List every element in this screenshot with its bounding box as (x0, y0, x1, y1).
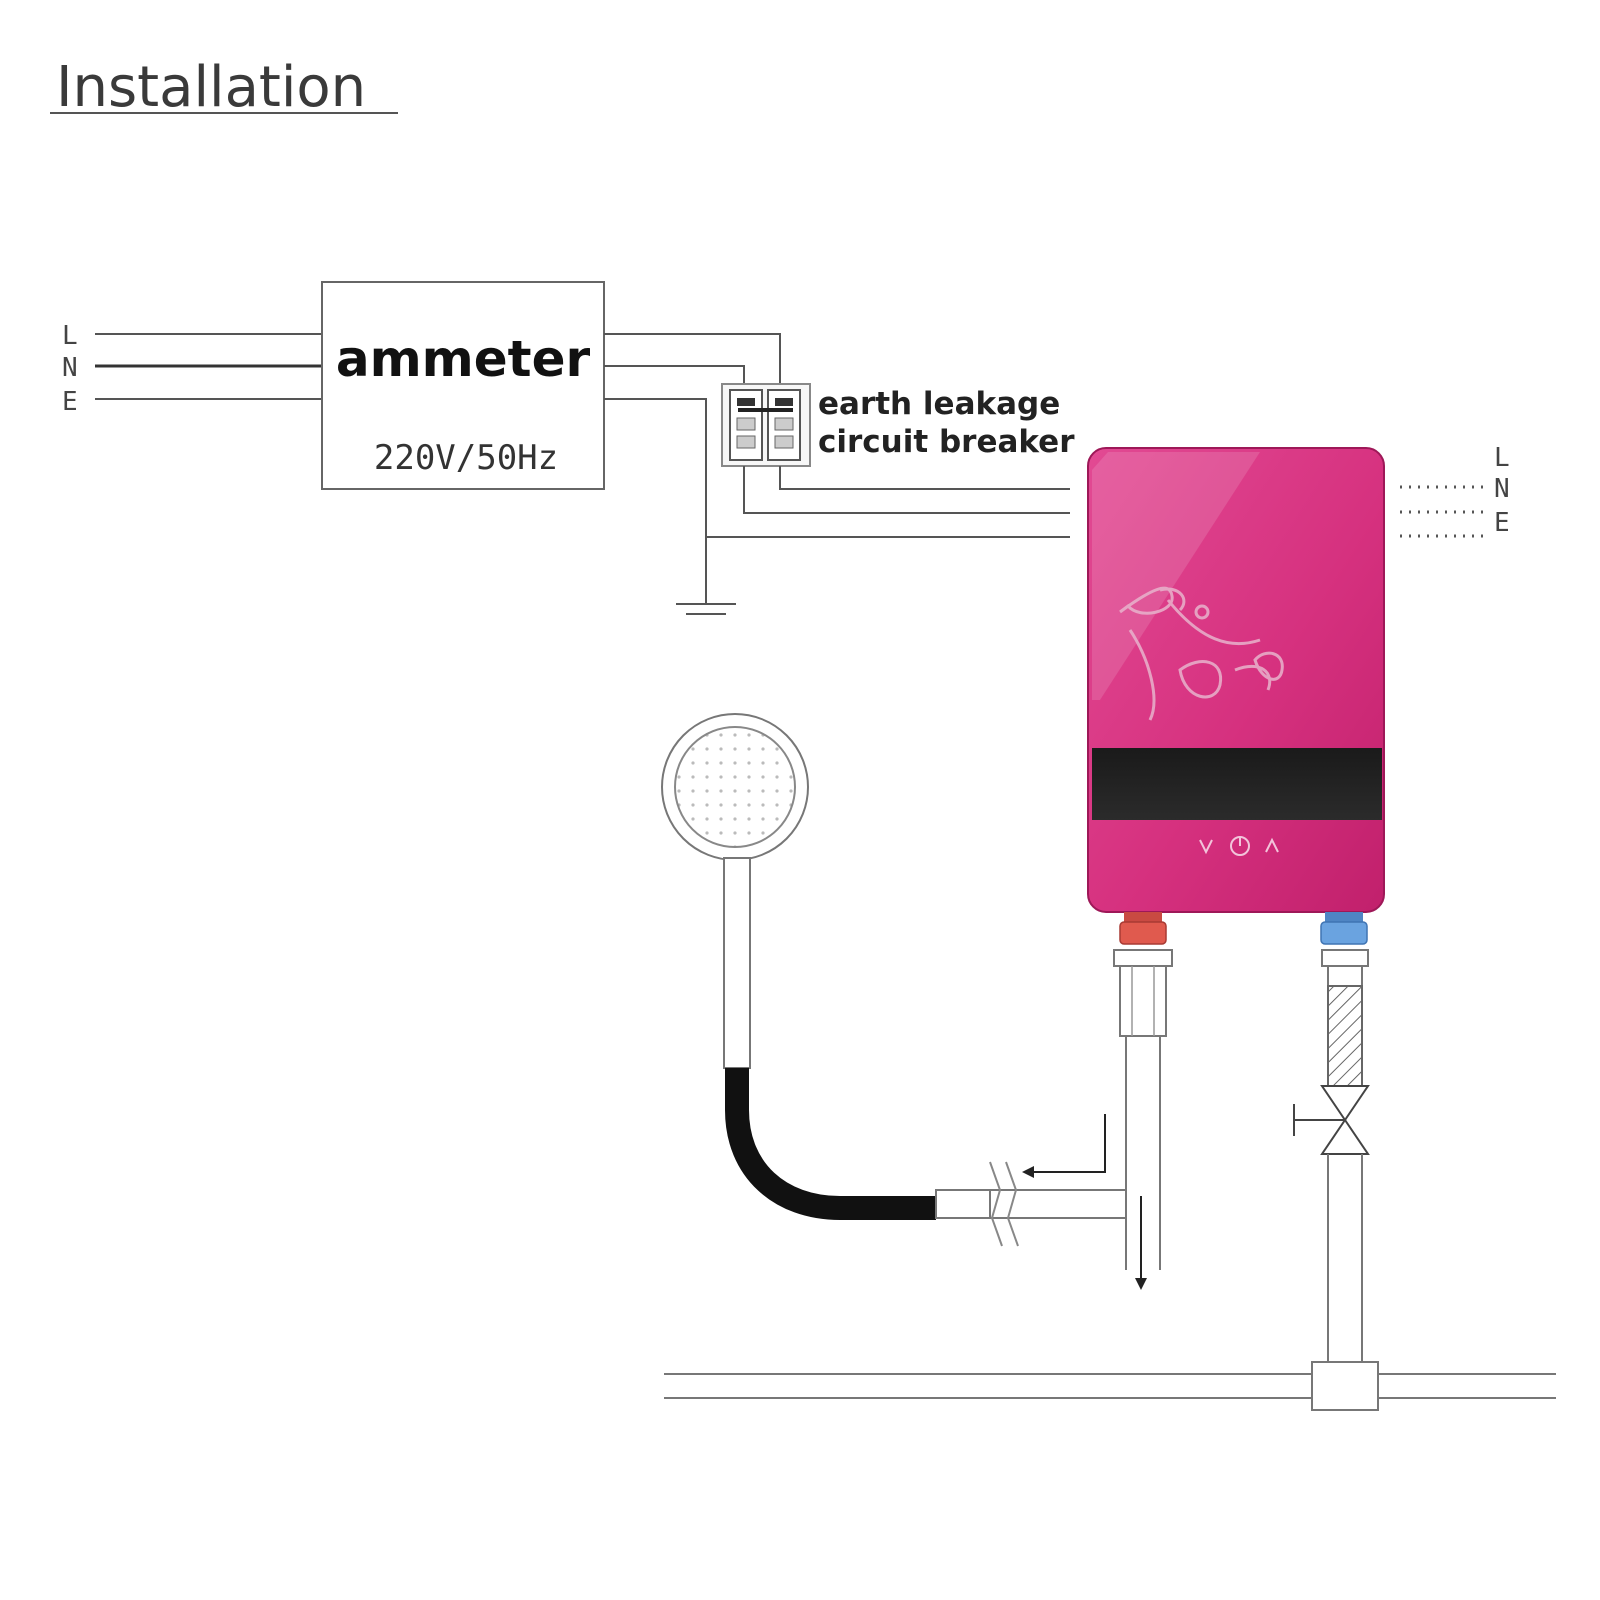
down-button-icon (1199, 839, 1213, 855)
wire-l-to-heater (779, 466, 1070, 490)
tee-fitting (1311, 1361, 1379, 1411)
wire-label-n-right: N (1494, 474, 1510, 504)
cold-water-pipe (1327, 1154, 1363, 1368)
breaker-label-line2: circuit breaker (818, 424, 1075, 460)
ammeter-rating: 220V/50Hz (374, 438, 558, 478)
wire-e-to-ground (604, 398, 707, 604)
up-button-icon (1265, 837, 1279, 853)
hose-connector (935, 1189, 991, 1219)
ground-symbol-icon (676, 603, 736, 615)
wire-label-e-right: E (1494, 508, 1510, 538)
control-buttons (1199, 836, 1279, 856)
wire-label-n-left: N (62, 353, 78, 383)
braided-hose (1327, 985, 1363, 1087)
cold-water-inlet (1320, 912, 1369, 1087)
main-water-line (664, 1361, 1556, 1411)
wire-label-l-left: L (62, 321, 78, 351)
wire-n-to-heater (743, 466, 1070, 514)
ammeter-box (321, 281, 605, 490)
floral-decoration (1119, 586, 1284, 721)
wire-l-to-breaker (604, 333, 781, 388)
wire-n-to-breaker (604, 365, 745, 388)
arrow-icon (1022, 1114, 1106, 1178)
water-heater (1087, 447, 1385, 913)
wire-label-e-left: E (62, 387, 78, 417)
page-title: Installation (56, 55, 366, 120)
display-panel (1092, 748, 1382, 820)
earth-leakage-breaker (721, 383, 811, 467)
valve-icon (1293, 1085, 1370, 1155)
drain-arrow-icon (1135, 1196, 1147, 1290)
hot-water-pipe (990, 1036, 1161, 1270)
pipe-break-marks (989, 1161, 1019, 1247)
ammeter-label: ammeter (336, 330, 591, 388)
shower-hose (725, 1068, 936, 1220)
breaker-label-line1: earth leakage (818, 386, 1060, 422)
wire-label-l-right: L (1494, 443, 1510, 473)
shower-head-icon (661, 713, 809, 1069)
hot-water-outlet (1113, 912, 1173, 1037)
